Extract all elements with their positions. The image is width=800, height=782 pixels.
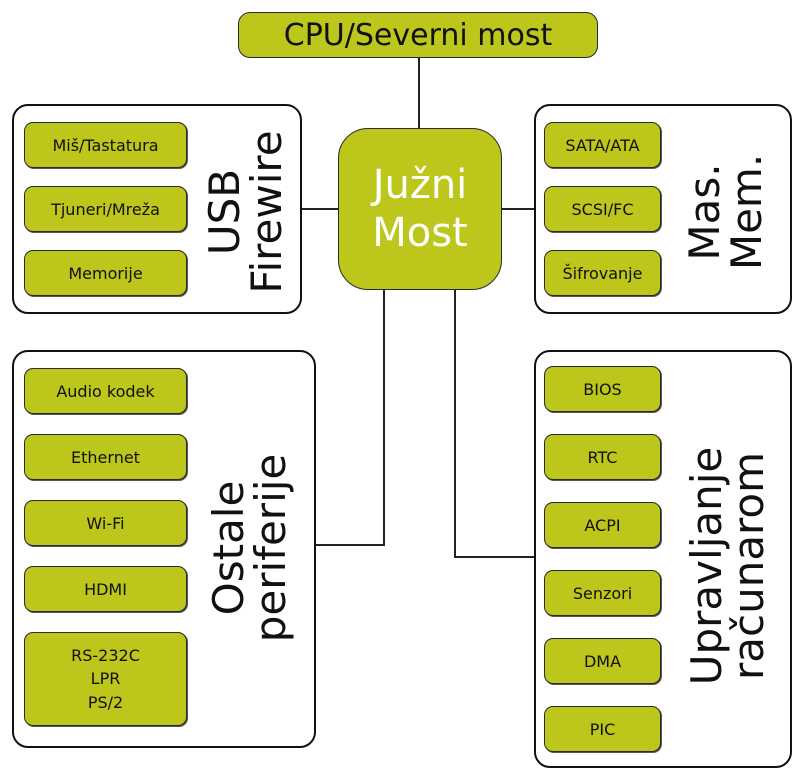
connector-down-left-v	[383, 288, 385, 546]
peripheral-item-audio: Audio kodek	[24, 368, 187, 414]
connector-top	[418, 56, 420, 128]
computer-management-label: Upravljanje računarom	[682, 446, 773, 686]
management-item-dma: DMA	[544, 638, 661, 684]
southbridge-label-line2: Most	[372, 210, 468, 256]
connector-down-left-h	[316, 544, 385, 546]
storage-item-sata: SATA/ATA	[544, 122, 661, 168]
storage-item-encryption: Šifrovanje	[544, 250, 661, 296]
connector-right	[500, 208, 536, 210]
connector-down-right-h	[454, 556, 536, 558]
peripheral-item-ethernet: Ethernet	[24, 434, 187, 480]
usb-item-memories: Memorije	[24, 250, 187, 296]
computer-management-group	[534, 350, 792, 768]
management-item-pic: PIC	[544, 706, 661, 752]
peripheral-item-wifi: Wi-Fi	[24, 500, 187, 546]
cpu-northbridge-label: CPU/Severni most	[283, 17, 553, 53]
mass-storage-label: Mas. Mem.	[680, 153, 771, 271]
usb-item-tuners-network: Tjuneri/Mreža	[24, 186, 187, 232]
peripheral-item-hdmi: HDMI	[24, 566, 187, 612]
usb-item-mouse-keyboard: Miš/Tastatura	[24, 122, 187, 168]
connector-left	[302, 208, 340, 210]
management-item-rtc: RTC	[544, 434, 661, 480]
peripheral-item-legacy-ports: RS-232C LPR PS/2	[24, 632, 187, 726]
usb-firewire-label: USB Firewire	[200, 130, 291, 294]
other-peripherals-label: Ostale periferije	[204, 453, 295, 643]
storage-item-scsi: SCSI/FC	[544, 186, 661, 232]
management-item-acpi: ACPI	[544, 502, 661, 548]
management-item-sensors: Senzori	[544, 570, 661, 616]
connector-down-right-v	[454, 288, 456, 558]
management-item-bios: BIOS	[544, 366, 661, 412]
cpu-northbridge-node: CPU/Severni most	[238, 12, 598, 58]
southbridge-label-line1: Južni	[372, 162, 468, 208]
southbridge-node: Južni Most	[338, 128, 502, 290]
